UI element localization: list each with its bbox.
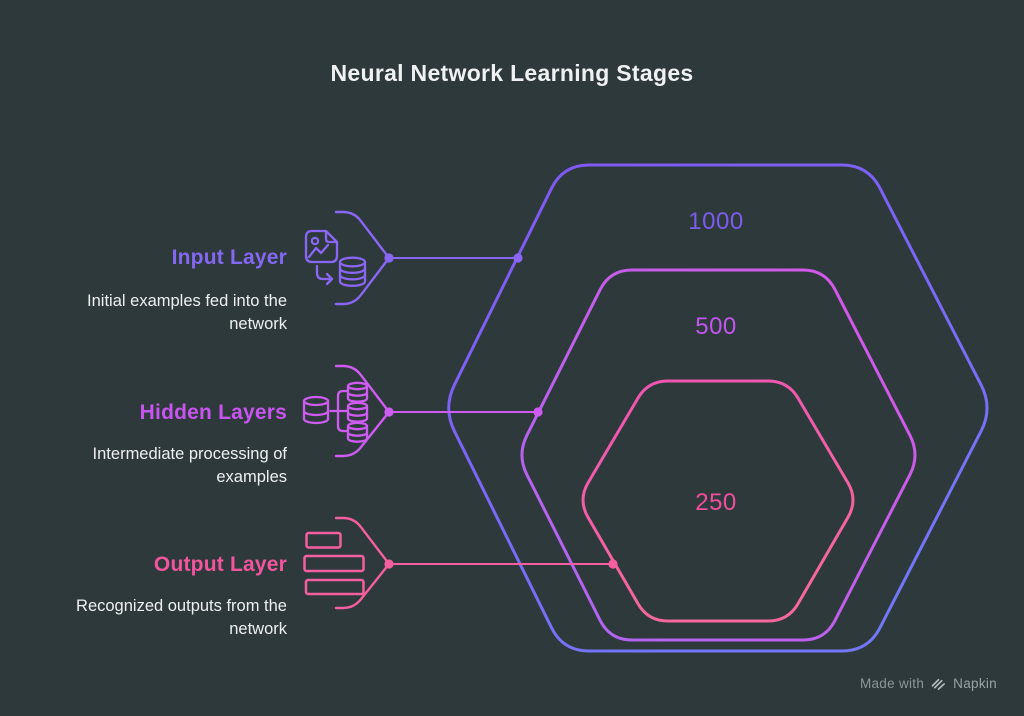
stage-value-1000: 1000: [688, 208, 744, 235]
hexagon-stage-1000: [447, 163, 989, 653]
output-list-icon: [303, 531, 365, 596]
input-hexagon-dot: [513, 253, 523, 263]
hidden-connector-dots: [384, 407, 543, 417]
hidden-layers-description: Intermediate processing of examples: [92, 445, 287, 486]
hidden-hexagon-dot: [533, 407, 543, 417]
napkin-logo-icon: [931, 678, 946, 690]
hexagon-stage-250: [581, 379, 855, 623]
small-database-icon: [346, 401, 369, 423]
stage-value-250: 250: [695, 489, 737, 516]
watermark-text: Made with: [859, 676, 925, 691]
arrow-down-right-icon: [315, 264, 334, 286]
hidden-brace-dot: [384, 407, 394, 417]
image-icon: [304, 229, 339, 264]
watermark-brand: Napkin: [953, 676, 997, 691]
small-database-icon: [346, 381, 369, 403]
database-branches-icon: [302, 381, 369, 443]
page-title: Neural Network Learning Stages: [330, 60, 694, 86]
output-hexagon-dot: [608, 559, 618, 569]
output-bar: [305, 531, 342, 549]
output-bar: [303, 554, 365, 573]
output-connector: [334, 516, 614, 610]
input-connector: [334, 210, 519, 306]
database-icon: [338, 256, 367, 287]
input-layer-label: Input Layer: [171, 246, 287, 269]
stage-value-500: 500: [695, 313, 737, 340]
output-brace-dot: [384, 559, 394, 569]
output-layer-description: Recognized outputs from the network: [76, 597, 287, 638]
branch-lines: [329, 389, 350, 433]
hidden-layers-label: Hidden Layers: [139, 401, 287, 424]
output-layer-label: Output Layer: [153, 553, 287, 576]
small-database-icon: [346, 421, 369, 443]
output-bar: [304, 578, 365, 596]
image-to-database-icon: [304, 229, 367, 287]
output-connector-dots: [384, 559, 618, 569]
input-layer-description: Initial examples fed into the network: [87, 292, 287, 333]
input-brace-dot: [384, 253, 394, 263]
hexagon-stage-500: [520, 268, 917, 642]
database-icon: [302, 395, 330, 425]
input-connector-dots: [384, 253, 523, 263]
watermark: Made with Napkin: [860, 676, 997, 691]
